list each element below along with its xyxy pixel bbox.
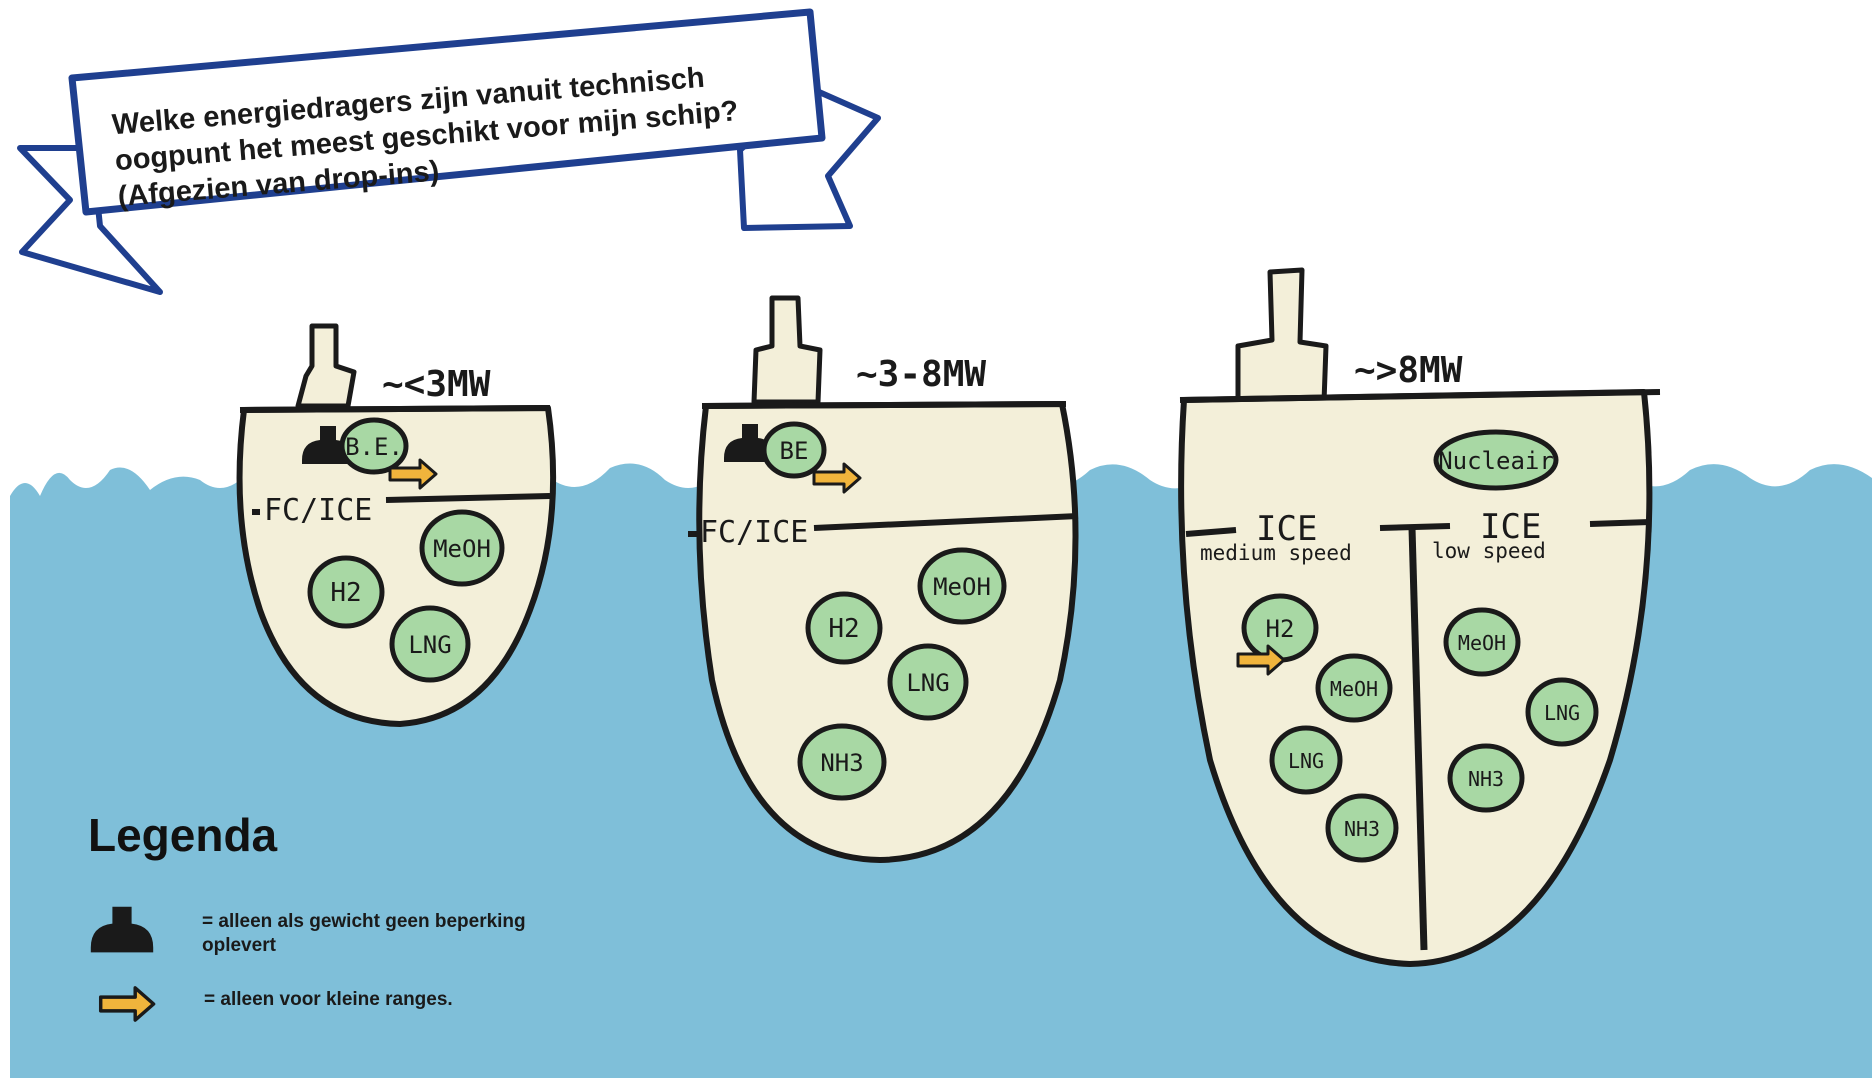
ship-small-deck-line bbox=[240, 408, 550, 410]
fuel-label-meoh: MeOH bbox=[433, 535, 491, 563]
ship-large-divider bbox=[1380, 526, 1450, 528]
fuel-label-nh3: NH3 bbox=[1344, 817, 1380, 841]
legend-item-battery-text: = alleen als gewicht geen beperking bbox=[202, 910, 526, 934]
ship-small-divider bbox=[386, 496, 550, 500]
fuel-label-lng: LNG bbox=[408, 631, 451, 659]
fuel-label-meoh: MeOH bbox=[933, 573, 991, 601]
ship-medium-power-label: ~3-8MW bbox=[856, 354, 986, 395]
fuel-label-lng: LNG bbox=[1544, 701, 1580, 725]
fuel-label-nh3: NH3 bbox=[820, 749, 863, 777]
ship-small-power-label: ~<3MW bbox=[382, 364, 491, 405]
compartment-sublabel-low: low speed bbox=[1432, 539, 1546, 563]
fuel-label-h2: H2 bbox=[828, 614, 859, 644]
fuel-label-lng: LNG bbox=[906, 669, 949, 697]
ship-medium: ~3-8MW BE FC/ICE MeOH H2 LNG NH3 bbox=[688, 298, 1078, 860]
legend-item-battery: = alleen als gewicht geen beperking ople… bbox=[202, 910, 526, 958]
fuel-label-nucleair: Nucleair bbox=[1438, 447, 1554, 475]
ship-large-divider bbox=[1186, 530, 1236, 534]
legend-title: Legenda bbox=[88, 808, 277, 862]
fuel-label-be: B.E. bbox=[345, 433, 403, 461]
ship-small: ~<3MW B.E. FC/ICE MeOH H2 LNG bbox=[240, 326, 554, 724]
ship-small-divider-label: FC/ICE bbox=[264, 493, 372, 528]
fuel-label-nh3: NH3 bbox=[1468, 767, 1504, 791]
legend-item-arrow-text: = alleen voor kleine ranges. bbox=[204, 988, 453, 1012]
ship-large-power-label: ~>8MW bbox=[1354, 350, 1463, 391]
ship-large-funnel bbox=[1238, 270, 1326, 402]
ship-small-funnel bbox=[298, 326, 354, 406]
fuel-label-meoh: MeOH bbox=[1330, 677, 1378, 701]
legend-item-battery-text-cont: oplevert bbox=[202, 934, 526, 958]
ship-medium-divider-label: FC/ICE bbox=[700, 515, 808, 550]
title-banner: Welke energiedragers zijn vanuit technis… bbox=[20, 12, 878, 292]
legend-item-arrow: = alleen voor kleine ranges. bbox=[204, 988, 453, 1012]
fuel-label-be: BE bbox=[780, 437, 809, 465]
ship-medium-deck-line bbox=[702, 404, 1066, 406]
ship-large-divider bbox=[1590, 522, 1650, 524]
fuel-label-lng: LNG bbox=[1288, 749, 1324, 773]
fuel-label-h2: H2 bbox=[1266, 615, 1295, 643]
ship-medium-funnel bbox=[754, 298, 820, 402]
fuel-label-h2: H2 bbox=[330, 578, 361, 608]
fuel-label-meoh: MeOH bbox=[1458, 631, 1506, 655]
compartment-sublabel-medium: medium speed bbox=[1200, 541, 1352, 565]
